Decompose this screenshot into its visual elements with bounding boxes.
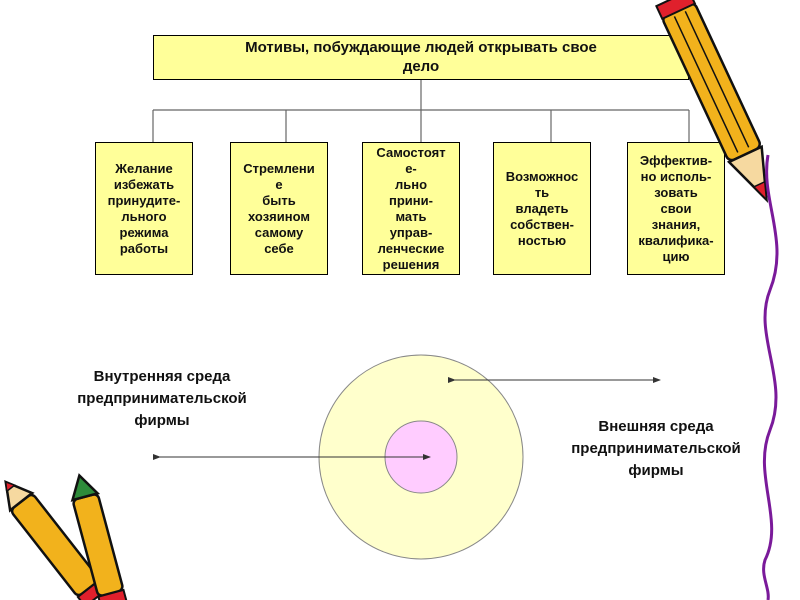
- motive-text-3: Самостоят е- льно прини- мать управ- лен…: [376, 144, 446, 272]
- motive-text-5: Эффектив- но исполь- зовать свои знания,…: [638, 152, 714, 264]
- diagram-title: Мотивы, побуждающие людей открывать свое…: [153, 35, 689, 80]
- motive-box-4: Возможнос ть владеть собствен- ностью: [493, 142, 591, 275]
- motive-box-2: Стремлени е быть хозяином самому себе: [230, 142, 328, 275]
- motive-text-4: Возможнос ть владеть собствен- ностью: [505, 168, 579, 248]
- diagram-title-text: Мотивы, побуждающие людей открывать свое…: [245, 39, 597, 75]
- motive-box-5: Эффектив- но исполь- зовать свои знания,…: [627, 142, 725, 275]
- outer-environment-label: Внешняя среда предпринимательской фирмы: [571, 418, 741, 479]
- motive-text-2: Стремлени е быть хозяином самому себе: [243, 160, 315, 256]
- motive-text-1: Желание избежать принудите- льного режим…: [107, 160, 181, 256]
- inner-environment-label: Внутренняя среда предпринимательской фир…: [77, 368, 247, 429]
- motive-box-1: Желание избежать принудите- льного режим…: [95, 142, 193, 275]
- motive-box-3: Самостоят е- льно прини- мать управ- лен…: [362, 142, 460, 275]
